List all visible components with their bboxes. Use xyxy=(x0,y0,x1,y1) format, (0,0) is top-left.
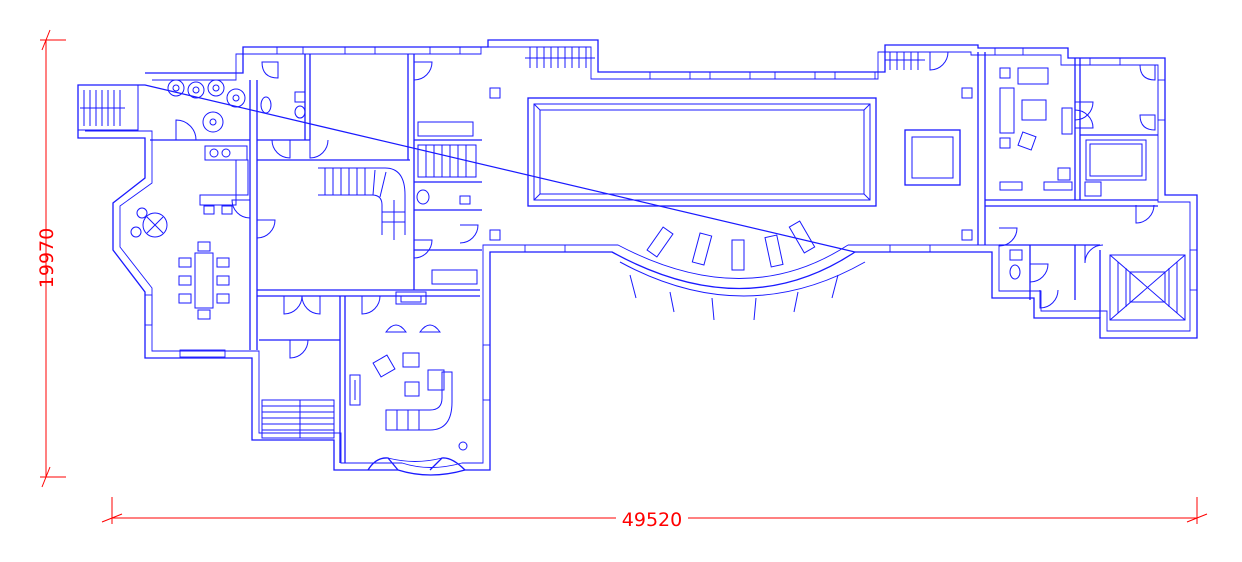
kitchen-counter xyxy=(204,145,249,196)
interior-walls xyxy=(150,52,1158,463)
horizontal-dimension xyxy=(101,497,1208,524)
swimming-pool xyxy=(527,97,877,207)
toilet-near-stair xyxy=(416,189,471,205)
windows xyxy=(144,46,1198,401)
living-room-furniture xyxy=(349,324,468,451)
dining-table xyxy=(178,241,230,320)
interior-stair-right xyxy=(1109,254,1186,321)
pool-loungers xyxy=(646,220,816,271)
fireplace xyxy=(395,291,427,305)
interior-stair-small xyxy=(417,121,478,285)
width-dimension-label: 49520 xyxy=(622,509,682,531)
conservatory-plants xyxy=(167,79,246,133)
exterior-stair-top-center xyxy=(525,47,595,68)
height-dimension-label: 19970 xyxy=(36,228,58,288)
breakfast-table xyxy=(199,194,237,215)
bedroom-right-furniture xyxy=(999,67,1073,191)
exterior-stair-left xyxy=(77,84,139,131)
bay-window-columns xyxy=(619,261,866,321)
pool-hall-columns xyxy=(489,87,973,241)
vertical-dimension xyxy=(40,29,66,488)
round-table-bay xyxy=(130,207,168,238)
interior-stair-main xyxy=(318,167,406,240)
bathroom-left-fixtures xyxy=(260,61,306,119)
bathroom-right-fixtures xyxy=(1009,64,1156,280)
doors xyxy=(175,51,1155,359)
exterior-stair-top-right xyxy=(885,52,925,70)
exterior-stair-bottom-left xyxy=(261,399,335,439)
exterior-walls xyxy=(77,39,1198,476)
